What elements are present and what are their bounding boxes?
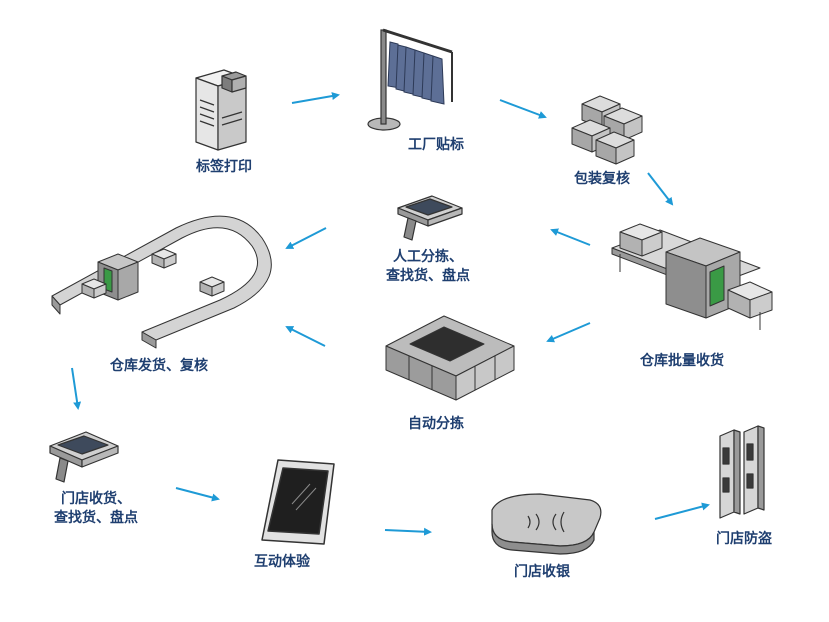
manual-sort-label-line1: 人工分拣、 [393,249,463,265]
store-checkout-label: 门店收银 [514,564,570,580]
arrow-checkout-to-antitheft [654,502,710,520]
store-receive-label-line1: 门店收货、 [61,491,131,507]
label-print-label: 标签打印 [196,159,252,175]
arrow-interactive-to-checkout [384,527,432,536]
arrow-receive-to-auto [546,322,591,343]
auto-sort-label: 自动分拣 [408,416,464,432]
arrow-pack-to-receive [647,172,674,206]
manual-sort-label: 人工分拣、 查找货、盘点 [386,248,470,286]
arrow-store-to-interactive [175,487,220,502]
store-antitheft-label: 门店防盗 [716,531,772,547]
store-receive-label-line2: 查找货、盘点 [54,510,138,526]
pack-check-label: 包装复核 [574,171,630,187]
arrow-print-to-tag [291,92,340,104]
arrow-ship-to-store [71,367,82,410]
arrow-auto-to-ship [285,326,326,347]
manual-sort-label-line2: 查找货、盘点 [386,268,470,284]
warehouse-ship-label: 仓库发货、复核 [110,358,208,374]
arrow-tag-to-pack [499,99,547,119]
arrow-receive-to-manual [550,228,591,246]
interactive-label: 互动体验 [254,554,310,570]
store-receive-label: 门店收货、 查找货、盘点 [54,490,138,528]
factory-tag-label: 工厂贴标 [408,137,464,153]
warehouse-receive-label: 仓库批量收货 [640,353,724,369]
arrow-manual-to-ship [285,227,327,249]
